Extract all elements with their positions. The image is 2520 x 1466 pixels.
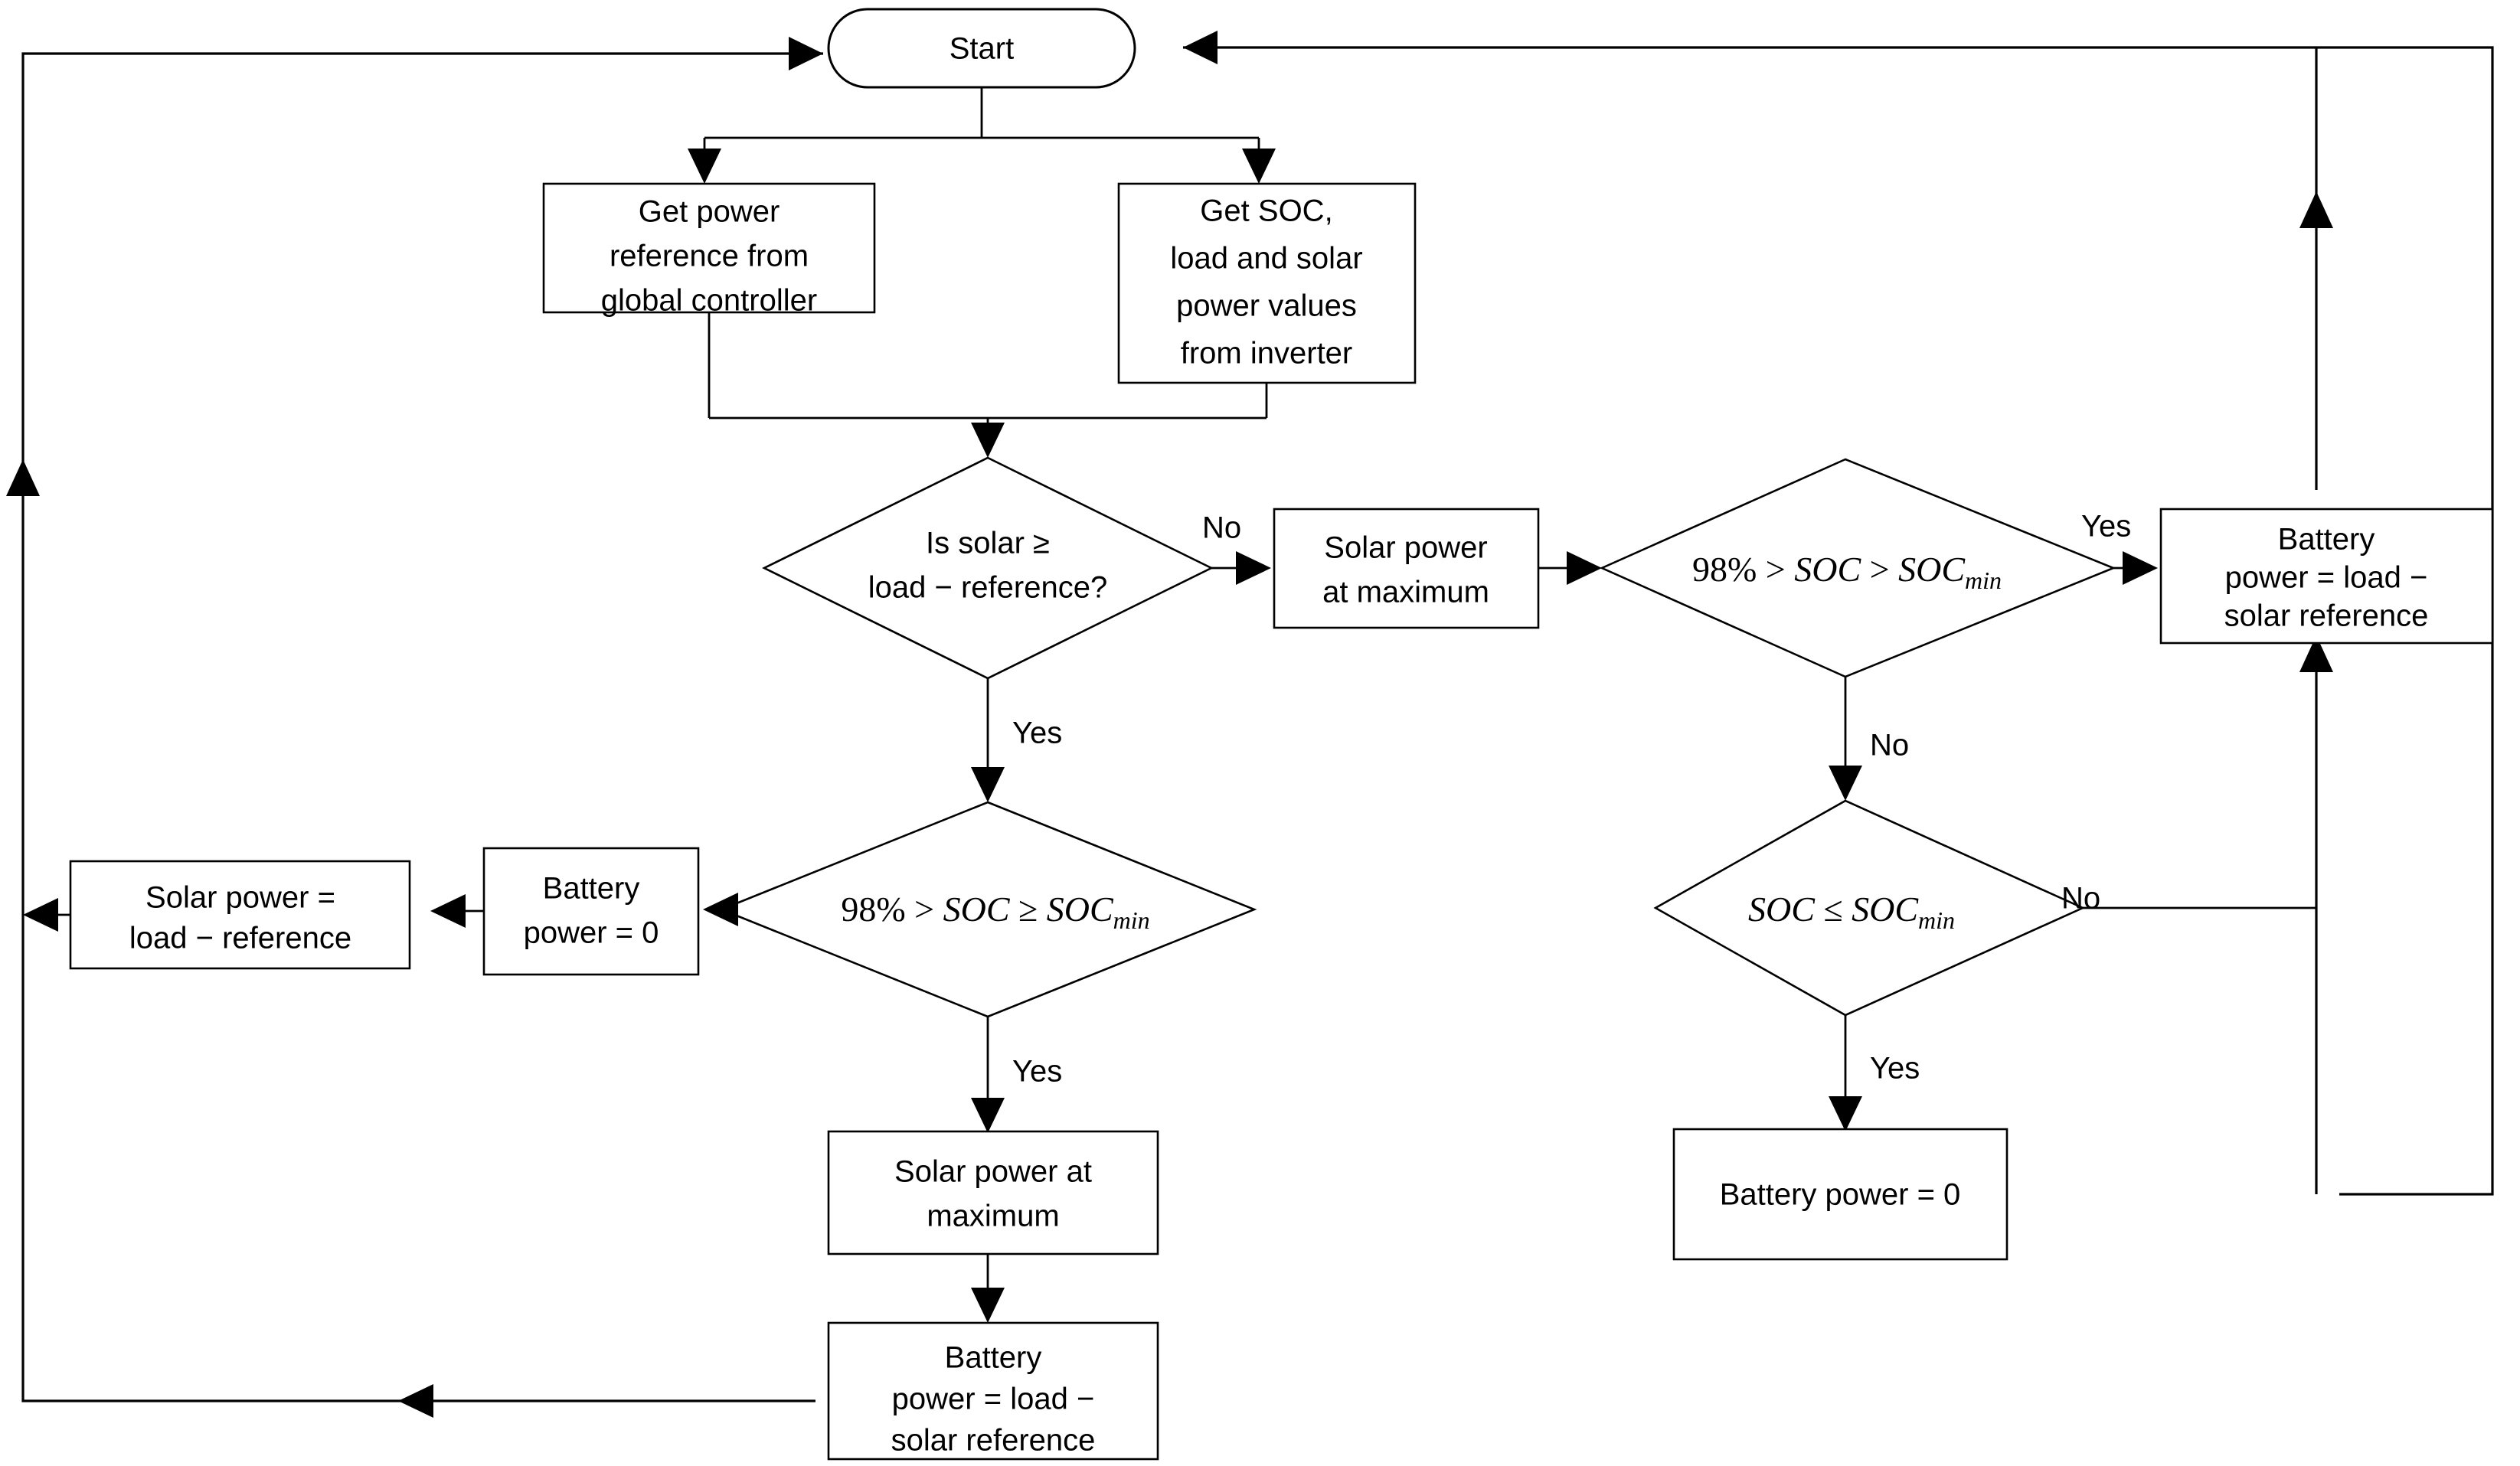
arrow-into-battery-right xyxy=(2123,551,2158,585)
soc-window-strict-var2: SOC xyxy=(1898,550,1966,589)
edge-soc-window-ge-yes xyxy=(971,1017,1005,1133)
is-solar-decision-line2: load − reference? xyxy=(868,571,1107,605)
node-battery-right[interactable] xyxy=(2159,508,2494,645)
edge-solar-max-bottom-to-battery-bottom xyxy=(971,1254,1005,1323)
soc-le-min-expr: SOC ≤ SOCmin xyxy=(1748,890,1955,935)
node-battery-bottom[interactable] xyxy=(827,1321,1159,1461)
node-solar-max-right[interactable] xyxy=(1273,508,1540,629)
battery-zero-right-line1: Battery power = 0 xyxy=(1720,1178,1961,1212)
node-solar-load-minus-reference[interactable] xyxy=(69,860,411,970)
arrow-soc-window-ge-yes-down xyxy=(971,1098,1005,1133)
arrow-into-start-left xyxy=(789,37,823,70)
arrow-is-solar-yes-down xyxy=(971,767,1005,802)
get-soc-line3: power values xyxy=(1176,289,1357,323)
arrow-soc-window-strict-no-down xyxy=(1829,766,1862,801)
solar-max-bottom-line1: Solar power at xyxy=(894,1155,1092,1189)
battery-right-line3: solar reference xyxy=(2224,599,2429,633)
arrow-into-soc-window-strict xyxy=(1567,551,1602,585)
get-soc-line4: from inverter xyxy=(1181,337,1353,371)
label-soc-window-strict-yes: Yes xyxy=(2081,510,2131,544)
battery-zero-left-line1: Battery xyxy=(543,872,640,906)
soc-window-strict-expr: 98% > SOC > SOCmin xyxy=(1692,550,2002,595)
edge-is-solar-yes xyxy=(971,678,1005,802)
battery-bottom-line3: solar reference xyxy=(891,1424,1096,1458)
arrow-into-battery-zero-left xyxy=(703,893,738,926)
arrow-into-left-column xyxy=(23,898,58,932)
solar-max-right-line2: at maximum xyxy=(1322,576,1489,609)
solar-max-right-line1: Solar power xyxy=(1324,531,1487,565)
edge-left-outer-return xyxy=(6,37,823,1418)
soc-window-ge-var1: SOC xyxy=(943,890,1011,929)
label-soc-le-min-no: No xyxy=(2061,882,2100,916)
get-power-reference-line1: Get power xyxy=(639,195,780,229)
start-label: Start xyxy=(949,32,1014,66)
edge-soc-le-min-yes xyxy=(1829,1015,1862,1131)
solar-max-bottom-line2: maximum xyxy=(927,1200,1059,1233)
node-get-power-reference[interactable] xyxy=(542,182,876,314)
soc-le-min-var1: SOC xyxy=(1748,890,1816,929)
soc-window-ge-sub: min xyxy=(1113,906,1150,934)
solar-load-minus-reference-line1: Solar power = xyxy=(145,881,335,915)
soc-le-min-op: ≤ xyxy=(1815,890,1852,929)
edge-soc-window-strict-yes xyxy=(2113,551,2158,585)
node-get-soc[interactable] xyxy=(1117,182,1417,384)
label-soc-window-strict-no: No xyxy=(1870,729,1909,762)
battery-right-line1: Battery xyxy=(2278,523,2375,557)
battery-right-line2: power = load − xyxy=(2225,561,2428,595)
solar-load-minus-reference-line2: load − reference xyxy=(129,922,351,955)
label-soc-window-ge-yes: Yes xyxy=(1012,1055,1062,1089)
edge-soc-window-strict-no xyxy=(1829,677,1862,801)
soc-window-strict-prefix: 98% > xyxy=(1692,550,1794,589)
edge-soc-window-ge-left xyxy=(703,893,738,926)
label-is-solar-no: No xyxy=(1202,511,1241,545)
edge-merge-into-decision xyxy=(708,312,1268,458)
node-battery-zero-left[interactable] xyxy=(482,847,700,976)
edge-solar-max-to-soc-window xyxy=(1538,551,1602,585)
edge-solar-load-to-left-column xyxy=(23,898,70,932)
arrow-into-get-soc xyxy=(1242,149,1276,184)
arrow-into-solar-max-right xyxy=(1236,551,1271,585)
arrow-into-is-solar-decision xyxy=(971,423,1005,458)
is-solar-decision-line1: Is solar ≥ xyxy=(926,527,1050,560)
soc-window-strict-var1: SOC xyxy=(1794,550,1861,589)
soc-window-ge-prefix: 98% > xyxy=(841,890,943,929)
get-soc-line2: load and solar xyxy=(1170,242,1362,276)
arrow-into-battery-bottom xyxy=(971,1288,1005,1323)
soc-le-min-var2: SOC xyxy=(1852,890,1919,929)
soc-window-strict-op: > xyxy=(1861,550,1898,589)
soc-window-ge-expr: 98% > SOC ≥ SOCmin xyxy=(841,890,1149,935)
soc-window-ge-var2: SOC xyxy=(1047,890,1114,929)
arrow-right-column-up-into-battery-bottom xyxy=(2299,635,2333,672)
battery-bottom-line2: power = load − xyxy=(892,1383,1095,1416)
node-is-solar-decision[interactable] xyxy=(762,456,1214,680)
get-power-reference-line2: reference from xyxy=(610,240,809,273)
get-power-reference-line3: global controller xyxy=(601,284,817,318)
arrow-into-start-right xyxy=(1183,31,1218,64)
arrow-right-column-up-into-battery xyxy=(2299,191,2333,228)
arrow-into-solar-load-minus-reference xyxy=(430,894,466,928)
label-soc-le-min-yes: Yes xyxy=(1870,1052,1920,1086)
label-is-solar-yes: Yes xyxy=(1012,717,1062,750)
arrow-bottom-left-into-line xyxy=(398,1384,433,1418)
battery-bottom-line1: Battery xyxy=(945,1341,1042,1375)
node-solar-max-bottom[interactable] xyxy=(827,1130,1159,1255)
get-soc-line1: Get SOC, xyxy=(1200,194,1332,228)
arrow-into-get-power-reference xyxy=(688,149,721,184)
soc-le-min-sub: min xyxy=(1918,906,1955,934)
edge-battery-zero-left-to-solar xyxy=(430,894,484,928)
arrow-left-midway-up xyxy=(6,459,40,496)
edge-is-solar-no xyxy=(1211,551,1271,585)
soc-window-ge-op: ≥ xyxy=(1010,890,1047,929)
edge-start-fork xyxy=(688,87,1276,184)
soc-window-strict-sub: min xyxy=(1965,566,2002,594)
edge-right-inner-column xyxy=(2299,47,2333,1194)
battery-zero-left-line2: power = 0 xyxy=(524,916,659,950)
arrow-soc-le-min-yes-down xyxy=(1829,1096,1862,1131)
node-battery-zero-right[interactable] xyxy=(1672,1128,2008,1261)
